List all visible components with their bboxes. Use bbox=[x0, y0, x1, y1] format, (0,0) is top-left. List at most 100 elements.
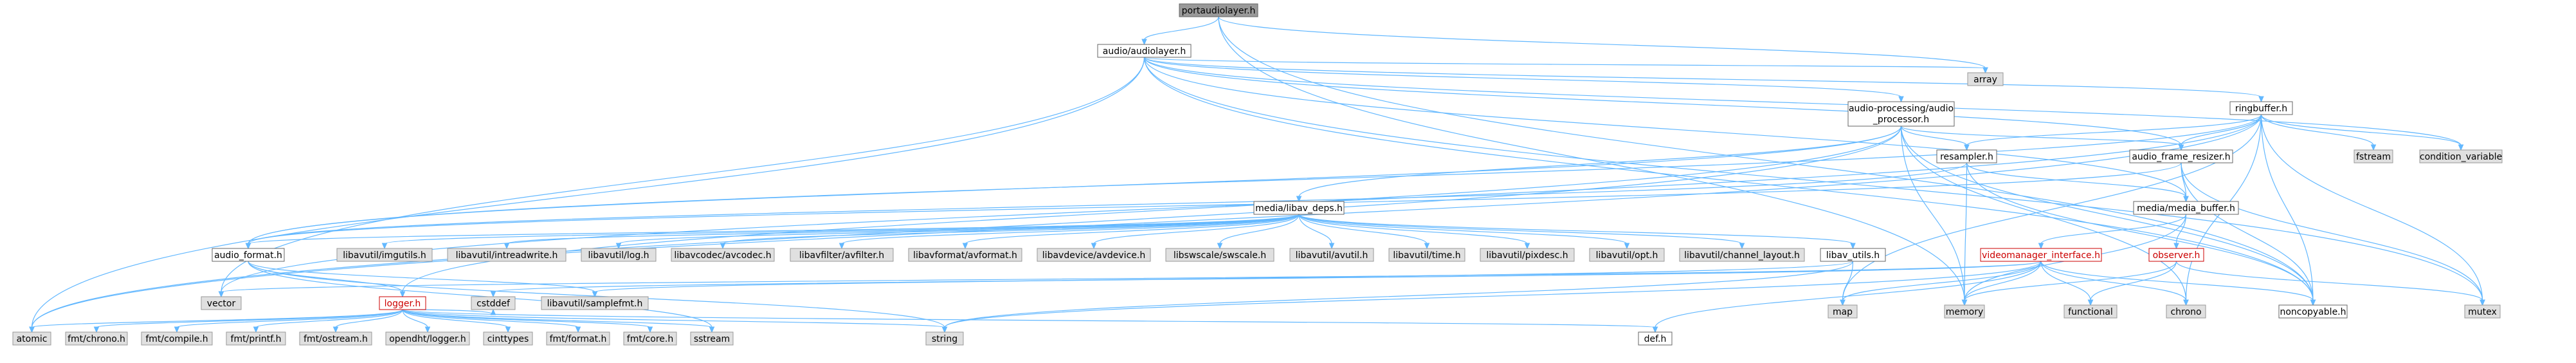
edge-resampler-to-memory bbox=[1961, 162, 1968, 306]
node-label: libavutil/samplefmt.h bbox=[547, 299, 643, 309]
edge-resampler-to-noncopyable bbox=[1966, 162, 2316, 306]
node-resampler[interactable]: resampler.h bbox=[1936, 149, 1997, 163]
edge-line bbox=[31, 114, 2262, 328]
node-box bbox=[2229, 101, 2293, 115]
edge-line bbox=[1900, 126, 2314, 301]
node-label: audio-processing/audio_processor.h bbox=[1849, 104, 1954, 125]
node-audioproc[interactable]: audio-processing/audio_processor.h bbox=[1847, 101, 1955, 127]
node-box bbox=[1589, 248, 1665, 262]
edge-audiolayer-to-atomic bbox=[29, 57, 1145, 333]
node-libav_deps[interactable]: media/libav_deps.h bbox=[1253, 201, 1345, 215]
edge-arrowhead bbox=[1296, 196, 1302, 203]
edge-arrowhead bbox=[720, 243, 726, 250]
node-def[interactable]: def.h bbox=[1638, 331, 1673, 346]
node-label: media/libav_deps.h bbox=[1255, 203, 1343, 214]
node-box bbox=[1944, 304, 1985, 319]
node-videomanager[interactable]: videomanager_interface.h bbox=[1980, 248, 2102, 262]
node-resizer[interactable]: audio_frame_resizer.h bbox=[2129, 149, 2233, 163]
edge-line bbox=[1842, 114, 2262, 301]
node-box bbox=[1847, 101, 1955, 127]
node-box bbox=[141, 331, 213, 346]
node-label: libavutil/time.h bbox=[1393, 250, 1460, 261]
node-fmt_format: fmt/format.h bbox=[546, 331, 610, 346]
node-portaudiolayer[interactable]: portaudiolayer.h bbox=[1179, 3, 1258, 17]
edge-resizer-to-audio_format bbox=[245, 162, 2182, 250]
edge-line bbox=[96, 309, 403, 328]
edge-observer-to-memory bbox=[1961, 261, 2177, 306]
node-audio_format[interactable]: audio_format.h bbox=[212, 248, 285, 262]
node-label: fstream bbox=[2356, 152, 2391, 162]
node-media_buffer[interactable]: media/media_buffer.h bbox=[2133, 201, 2239, 215]
edge-line bbox=[1964, 261, 2042, 301]
edge-line bbox=[248, 162, 1968, 245]
edge-arrowhead bbox=[1840, 299, 1846, 306]
edge-line bbox=[493, 261, 2042, 293]
node-map: map bbox=[1828, 304, 1858, 319]
edge-line bbox=[1900, 126, 1968, 146]
edge-line bbox=[841, 214, 1300, 245]
node-box bbox=[1936, 149, 1997, 163]
edge-arrowhead bbox=[2480, 299, 2485, 306]
node-label: sstream bbox=[694, 334, 730, 344]
node-label: chrono bbox=[2170, 307, 2201, 317]
edge-logger-to-atomic bbox=[29, 309, 403, 333]
edge-logger-to-fmt_compile bbox=[174, 309, 403, 333]
edge-portaudiolayer-to-audiolayer bbox=[1141, 16, 1219, 46]
node-samplefmt: libavutil/samplefmt.h bbox=[541, 296, 649, 310]
node-label: libavfilter/avfilter.h bbox=[799, 250, 884, 261]
edge-arrowhead bbox=[93, 326, 100, 333]
edge-audiolayer-to-mutex bbox=[1143, 57, 2485, 306]
node-audiolayer[interactable]: audio/audiolayer.h bbox=[1097, 44, 1192, 58]
node-avfilter: libavfilter/avfilter.h bbox=[790, 248, 894, 262]
edge-libav_deps-to-opt bbox=[1298, 214, 1630, 250]
edge-observer-to-functional bbox=[2087, 261, 2177, 306]
edge-libav_deps-to-avcodec bbox=[720, 214, 1300, 250]
edge-arrowhead bbox=[615, 243, 622, 250]
edge-libav_utils-to-string bbox=[941, 261, 1854, 333]
node-label: fmt/format.h bbox=[550, 334, 607, 344]
node-libav_utils[interactable]: libav_utils.h bbox=[1820, 248, 1886, 262]
node-box bbox=[1679, 248, 1805, 262]
node-label: portaudiolayer.h bbox=[1182, 6, 1256, 16]
node-label: functional bbox=[2068, 307, 2113, 317]
edge-arrowhead bbox=[1850, 243, 1856, 250]
edge-line bbox=[221, 114, 2262, 293]
node-label: fmt/chrono.h bbox=[68, 334, 125, 344]
edge-line bbox=[31, 126, 1902, 328]
node-label: atomic bbox=[17, 334, 48, 344]
edge-line bbox=[1219, 214, 1300, 245]
edge-line bbox=[221, 261, 2042, 293]
node-observer[interactable]: observer.h bbox=[2148, 248, 2204, 262]
node-ringbuffer[interactable]: ringbuffer.h bbox=[2229, 101, 2293, 115]
edge-line bbox=[402, 309, 651, 328]
edge-arrowhead bbox=[1739, 243, 1745, 250]
node-label: fmt/core.h bbox=[627, 334, 673, 344]
edge-line bbox=[2260, 114, 2374, 146]
node-noncopyable[interactable]: noncopyable.h bbox=[2278, 304, 2348, 319]
edge-arrowhead bbox=[1217, 243, 1223, 250]
edge-line bbox=[2181, 162, 2314, 301]
node-label: vector bbox=[207, 299, 236, 309]
node-label: audio/audiolayer.h bbox=[1103, 46, 1186, 57]
edge-audiolayer-to-noncopyable bbox=[1143, 57, 2316, 306]
edge-line bbox=[1298, 126, 1902, 198]
edge-line bbox=[1218, 16, 1965, 301]
node-logger[interactable]: logger.h bbox=[379, 296, 426, 310]
edge-line bbox=[1964, 261, 2177, 301]
node-avcodec: libavcodec/avcodec.h bbox=[671, 248, 775, 262]
edge-line bbox=[31, 57, 1145, 328]
edge-arrowhead bbox=[29, 326, 35, 333]
edge-line bbox=[1298, 214, 1428, 245]
edge-arrowhead bbox=[503, 243, 510, 250]
node-label: resampler.h bbox=[1940, 152, 1993, 162]
edge-logger-to-def bbox=[402, 309, 1658, 333]
edge-arrowhead bbox=[962, 243, 968, 250]
edge-libav_deps-to-channel_layout bbox=[1298, 214, 1745, 250]
edge-line bbox=[402, 309, 945, 328]
edge-line bbox=[248, 261, 945, 328]
node-fmt_ostream: fmt/ostream.h bbox=[299, 331, 372, 346]
edge-arrowhead bbox=[1652, 326, 1658, 333]
node-box bbox=[1388, 248, 1465, 262]
edge-libav_deps-to-avformat bbox=[962, 214, 1300, 250]
node-box bbox=[2354, 149, 2393, 163]
